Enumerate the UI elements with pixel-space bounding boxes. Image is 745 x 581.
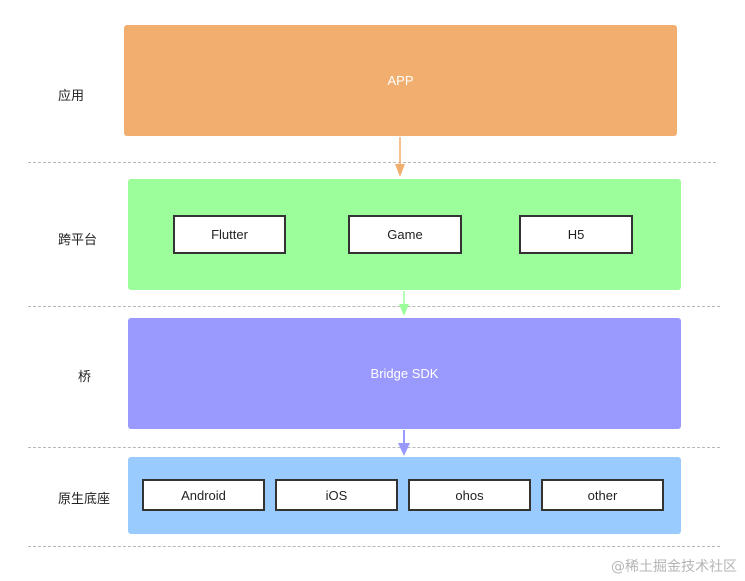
bridge-layer-text: Bridge SDK — [370, 366, 439, 381]
h5-label: H5 — [567, 227, 585, 242]
watermark-text: @稀土掘金技术社区 — [611, 559, 737, 575]
layer-label-app: 应用 — [58, 89, 85, 104]
flutter-box: Flutter — [173, 215, 286, 254]
ohos-box: ohos — [408, 479, 531, 511]
layer-divider — [28, 447, 720, 448]
layer-divider — [28, 306, 720, 307]
h5-box: H5 — [519, 215, 633, 254]
ohos-label: ohos — [455, 487, 484, 503]
ios-box: iOS — [275, 479, 398, 511]
android-box: Android — [142, 479, 265, 511]
arrow-cross-platform-to-bridge — [399, 291, 409, 316]
layer-label-cross-platform: 跨平台 — [58, 233, 98, 248]
layer-divider — [28, 546, 720, 547]
layer-divider — [28, 162, 716, 163]
arrow-bridge-to-native-base — [398, 430, 410, 456]
layer-label-bridge: 桥 — [78, 370, 92, 385]
arrow-app-to-cross-platform — [395, 137, 405, 177]
android-label: Android — [181, 487, 226, 503]
flutter-label: Flutter — [211, 227, 248, 242]
other-box: other — [541, 479, 664, 511]
game-box: Game — [348, 215, 462, 254]
bridge-layer-box: Bridge SDK — [128, 318, 681, 429]
app-layer-text: APP — [387, 73, 414, 88]
layer-label-native-base: 原生底座 — [58, 492, 111, 507]
game-label: Game — [387, 227, 423, 242]
app-layer-box: APP — [124, 25, 677, 136]
ios-label: iOS — [325, 487, 348, 503]
other-label: other — [587, 487, 618, 503]
